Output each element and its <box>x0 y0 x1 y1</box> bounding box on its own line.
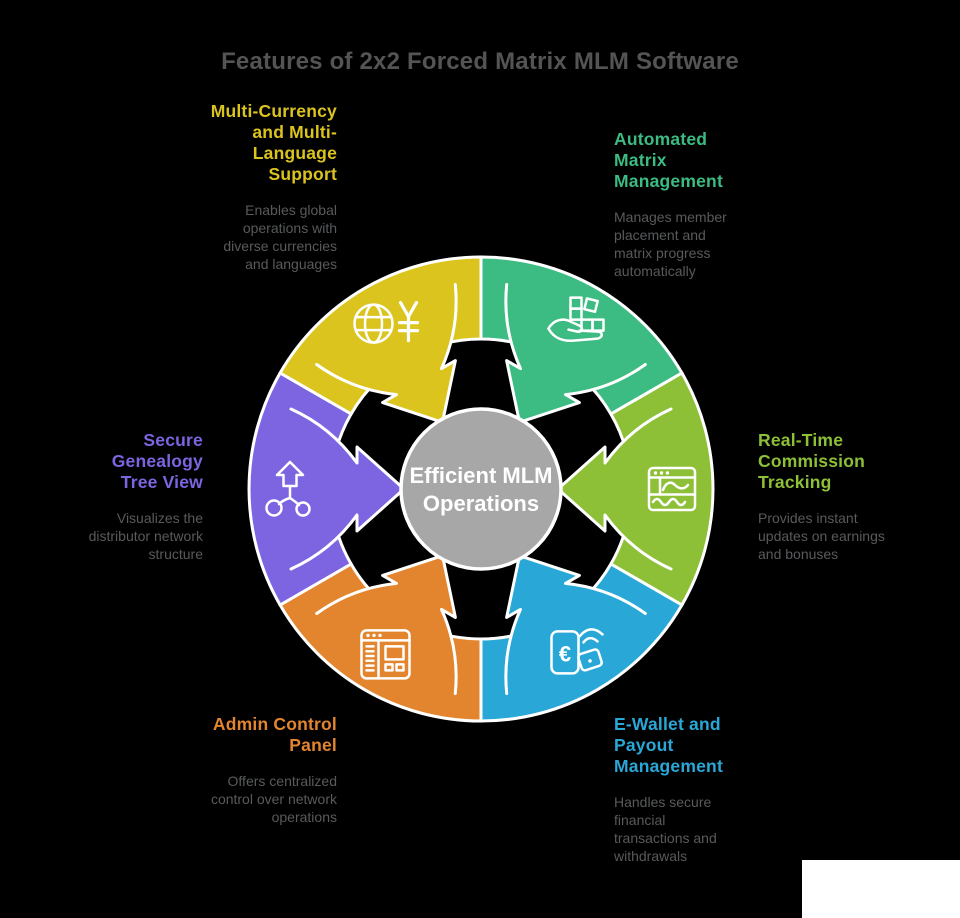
feature-label-automated-matrix: Automated Matrix Management Manages memb… <box>614 129 844 280</box>
svg-text:€: € <box>559 641 571 666</box>
feature-title: Multi-Currency and Multi- Language Suppo… <box>210 101 337 184</box>
arrow-automated-matrix-management <box>505 284 646 423</box>
feature-label-genealogy-tree: Secure Genealogy Tree View Visualizes th… <box>0 430 203 563</box>
feature-description: Provides instant updates on earnings and… <box>758 510 885 563</box>
arrow-realtime-commission-tracking <box>558 409 671 569</box>
feature-label-ewallet-payout: E-Wallet and Payout Management Handles s… <box>614 714 844 865</box>
feature-description: Offers centralized control over network … <box>210 773 337 826</box>
feature-description: Enables global operations with diverse c… <box>223 202 337 273</box>
feature-title: Secure Genealogy Tree View <box>111 430 203 492</box>
feature-title: Admin Control Panel <box>212 714 337 755</box>
hand-blocks-icon <box>547 296 605 342</box>
page-title: Features of 2x2 Forced Matrix MLM Softwa… <box>221 48 739 75</box>
phone-payment-icon: € <box>550 628 604 675</box>
globe-yen-icon <box>353 301 420 344</box>
arrow-secure-genealogy-tree-view <box>291 409 404 569</box>
analytics-window-icon <box>647 466 697 512</box>
arrow-admin-control-panel <box>316 555 457 694</box>
feature-label-realtime-commission: Real-Time Commission Tracking Provides i… <box>758 430 960 563</box>
feature-label-multi-currency: Multi-Currency and Multi- Language Suppo… <box>107 101 337 273</box>
admin-window-icon <box>360 629 411 680</box>
arrow-ewallet-payout-management <box>505 555 646 694</box>
genealogy-tree-icon <box>265 460 311 517</box>
feature-description: Manages member placement and matrix prog… <box>614 209 727 280</box>
arrow-multi-currency-multi-language <box>316 284 457 423</box>
feature-description: Visualizes the distributor network struc… <box>88 510 203 563</box>
watermark-cover-box <box>802 860 960 918</box>
feature-title: Automated Matrix Management <box>614 129 723 191</box>
feature-description: Handles secure financial transactions an… <box>614 794 717 865</box>
feature-title: E-Wallet and Payout Management <box>614 714 723 776</box>
center-circle <box>399 407 563 571</box>
feature-title: Real-Time Commission Tracking <box>758 430 866 492</box>
feature-label-admin-control: Admin Control Panel Offers centralized c… <box>107 714 337 826</box>
